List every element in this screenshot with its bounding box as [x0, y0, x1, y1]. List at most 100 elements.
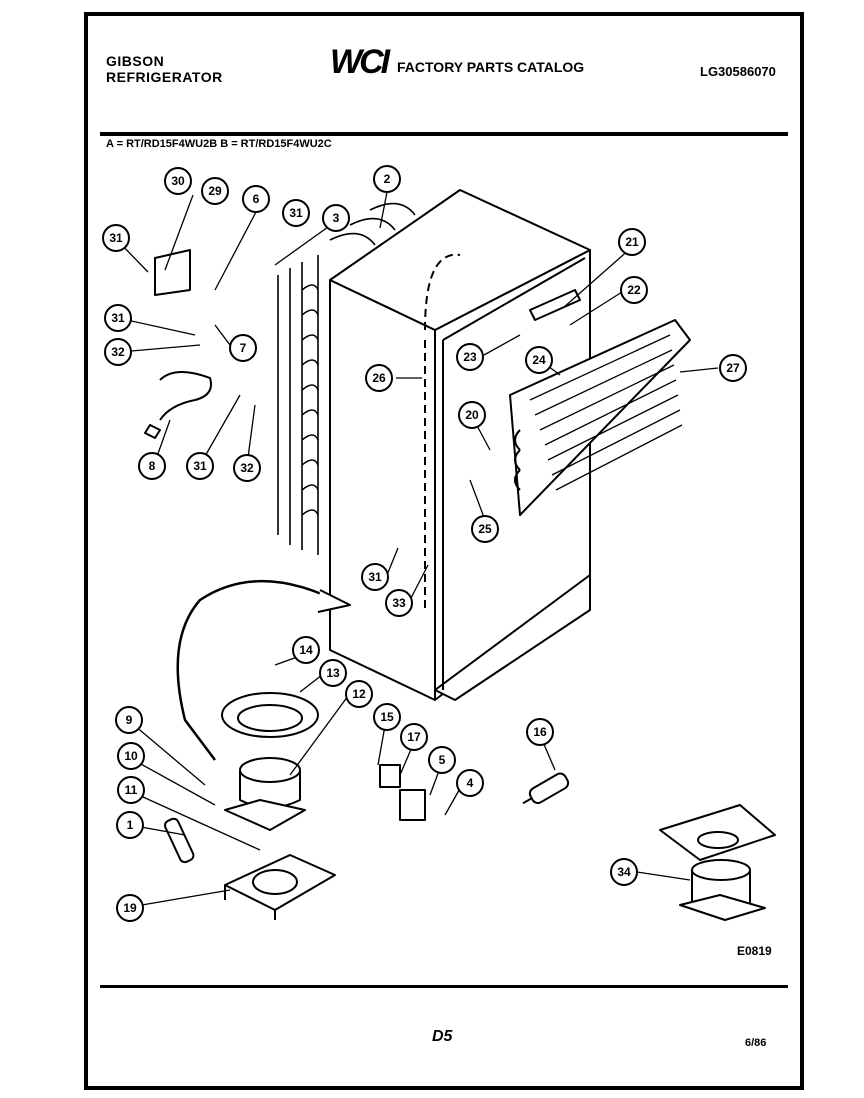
callout-27 [719, 354, 747, 382]
callout-label: 16 [533, 725, 547, 739]
brand-name: GIBSON [106, 53, 165, 69]
catalog-code: LG30586070 [700, 64, 776, 79]
product-type: REFRIGERATOR [106, 69, 223, 85]
callout-9 [115, 706, 143, 734]
callout-31-e [361, 563, 389, 591]
callout-label: 22 [627, 283, 641, 297]
callout-label: 31 [368, 570, 382, 584]
callout-11 [117, 776, 145, 804]
catalog-title: FACTORY PARTS CATALOG [397, 59, 585, 75]
refrigerant-line [424, 253, 461, 610]
callout-22 [620, 276, 648, 304]
compressor-base [224, 854, 336, 920]
callout-label: 29 [208, 184, 222, 198]
callout-circles [102, 165, 747, 922]
callout-12 [345, 680, 373, 708]
alternate-compressor-assembly [659, 804, 776, 921]
callout-label: 12 [352, 687, 366, 701]
callout-label: 11 [125, 783, 138, 797]
compressor [224, 757, 306, 831]
callout-20 [458, 401, 486, 429]
callout-label: 21 [625, 235, 639, 249]
callout-31-b [102, 224, 130, 252]
header-rule [100, 132, 788, 136]
callout-26 [365, 364, 393, 392]
footer-rule [100, 985, 788, 988]
page-number: D5 [432, 1028, 453, 1045]
callout-15 [373, 703, 401, 731]
power-cord [144, 371, 212, 439]
callout-label: 32 [111, 345, 125, 359]
callout-label: 23 [463, 350, 477, 364]
callout-label: 17 [407, 730, 421, 744]
brand-header: GIBSON REFRIGERATOR [106, 53, 223, 85]
callout-1 [116, 811, 144, 839]
callout-label: 1 [127, 818, 134, 832]
relay [399, 789, 426, 821]
callout-31-a [282, 199, 310, 227]
callout-label: 32 [240, 461, 254, 475]
callout-label: 33 [392, 596, 406, 610]
callout-label: 2 [384, 172, 391, 186]
callout-13 [319, 659, 347, 687]
callout-32-a [104, 338, 132, 366]
callout-29 [201, 177, 229, 205]
callout-33 [385, 589, 413, 617]
callout-5 [428, 746, 456, 774]
callout-label: 4 [467, 776, 474, 790]
callout-label: 19 [123, 901, 137, 915]
callout-8 [138, 452, 166, 480]
callout-7 [229, 334, 257, 362]
callout-24 [525, 346, 553, 374]
callout-label: 13 [326, 666, 340, 680]
callout-label: 5 [439, 753, 446, 767]
callout-label: 24 [532, 353, 546, 367]
callout-4 [456, 769, 484, 797]
callout-label: 14 [299, 643, 313, 657]
condenser-coil [277, 202, 416, 555]
callout-label: 6 [253, 192, 260, 206]
callout-label: 27 [726, 361, 740, 375]
callout-label: 25 [478, 522, 492, 536]
evaporator-coil [509, 319, 691, 516]
callout-32-b [233, 454, 261, 482]
callout-label: 31 [193, 459, 207, 473]
overload [379, 764, 401, 788]
thermostat-bracket [154, 249, 191, 296]
callout-label: 31 [109, 231, 123, 245]
filter-drier [164, 817, 195, 864]
assembly-arrow [176, 579, 346, 761]
callout-16 [526, 718, 554, 746]
callout-19 [116, 894, 144, 922]
callout-17 [400, 723, 428, 751]
callout-label: 31 [289, 206, 303, 220]
model-numbers: A = RT/RD15F4WU2B B = RT/RD15F4WU2C [106, 138, 332, 150]
callout-25 [471, 515, 499, 543]
capacitor [522, 772, 570, 805]
callout-label: 31 [111, 311, 125, 325]
callout-31-c [104, 304, 132, 332]
callout-label: 9 [126, 713, 133, 727]
callout-14 [292, 636, 320, 664]
defrost-heater [529, 289, 581, 321]
catalog-date: 6/86 [745, 1037, 767, 1049]
callout-34 [610, 858, 638, 886]
callout-label: 10 [124, 749, 138, 763]
callout-31-d [186, 452, 214, 480]
callout-label: 7 [240, 341, 247, 355]
callout-label: 30 [171, 174, 185, 188]
callout-label: 34 [617, 865, 631, 879]
callout-label: 15 [380, 710, 394, 724]
callout-23 [456, 343, 484, 371]
callout-2 [373, 165, 401, 193]
callout-6 [242, 185, 270, 213]
page-frame [84, 12, 804, 1090]
callout-label: 3 [333, 211, 340, 225]
callout-21 [618, 228, 646, 256]
callout-labels: 30 29 6 31 3 2 31 31 7 32 21 22 23 24 27… [109, 172, 740, 915]
diagram-id: E0819 [737, 944, 772, 958]
wci-logo: WCI [330, 43, 390, 81]
callout-10 [117, 742, 145, 770]
callout-30 [164, 167, 192, 195]
